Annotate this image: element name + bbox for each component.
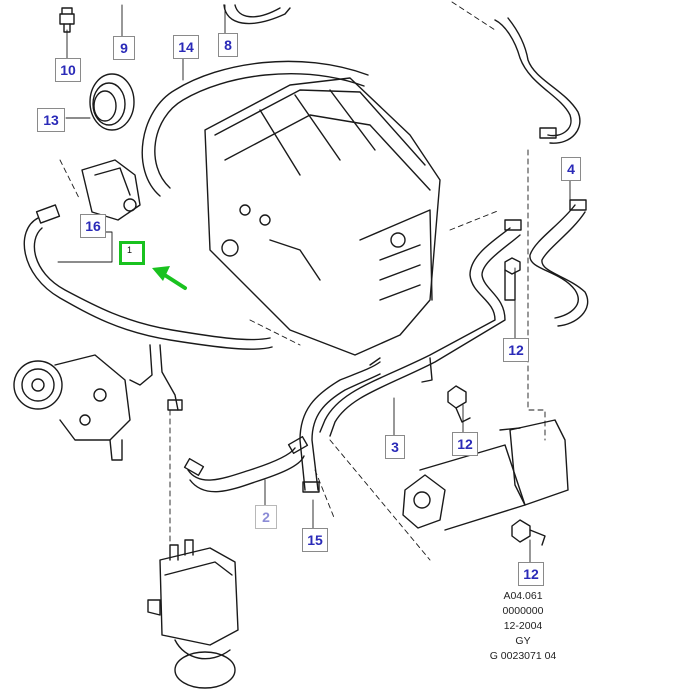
- hose-15-drawing: [299, 361, 381, 491]
- callout-10[interactable]: 10: [55, 58, 81, 82]
- drawing-reference: A04.061 0000000 12-2004 GY G 0023071 04: [468, 589, 578, 664]
- highlight-box-callout-1[interactable]: 1: [119, 241, 145, 265]
- hose-8-drawing: [223, 4, 291, 25]
- callout-leaders: [57, 4, 571, 563]
- callout-4[interactable]: 4: [561, 157, 581, 181]
- hose-upper-right-drawing: [494, 17, 581, 144]
- hose-3-drawing: [319, 219, 522, 437]
- engine-block-drawing: [204, 77, 441, 356]
- ref-line-1: A04.061: [503, 590, 543, 602]
- callout-3[interactable]: 3: [385, 435, 405, 459]
- hose-4-drawing: [529, 199, 589, 327]
- callout-2[interactable]: 2: [255, 505, 277, 529]
- water-pump-drawing: [13, 354, 131, 461]
- ref-line-3: 12-2004: [503, 620, 543, 632]
- seal-13-drawing: [89, 73, 135, 131]
- callout-9[interactable]: 9: [113, 36, 135, 60]
- bolt-12-drawings: [447, 257, 546, 546]
- callout-12-middle[interactable]: 12: [452, 432, 478, 456]
- callout-1-label: 1: [127, 245, 133, 255]
- callout-12-upper[interactable]: 12: [503, 338, 529, 362]
- bolt-10-drawing: [59, 7, 75, 33]
- callout-8[interactable]: 8: [218, 33, 238, 57]
- ref-line-2: 0000000: [502, 605, 544, 617]
- thermostat-housing-drawing: [81, 159, 141, 221]
- callout-16[interactable]: 16: [80, 214, 106, 238]
- hose-14-drawing: [141, 60, 369, 197]
- callout-13[interactable]: 13: [37, 108, 65, 132]
- green-arrow-icon: [152, 266, 187, 290]
- ref-line-5: G 0023071 04: [489, 650, 557, 662]
- ref-line-4: GY: [515, 635, 531, 647]
- dashed-leader-lines: [59, 1, 546, 561]
- callout-15[interactable]: 15: [302, 528, 328, 552]
- callout-12-lower[interactable]: 12: [518, 562, 544, 586]
- hose-2-drawing: [183, 435, 309, 493]
- egr-cooler-drawing: [402, 419, 569, 531]
- callout-14[interactable]: 14: [173, 35, 199, 59]
- hose-16-drawing: [23, 204, 273, 411]
- oil-cooler-drawing: [147, 539, 239, 689]
